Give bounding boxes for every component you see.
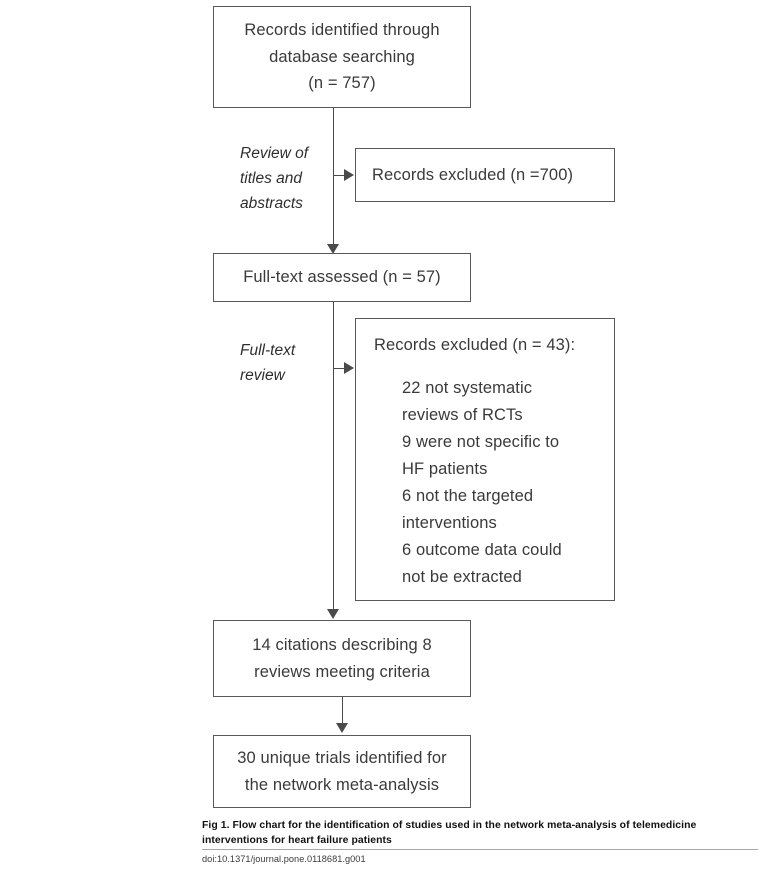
box-records-excluded-fulltext: Records excluded (n = 43): 22 not system…	[355, 318, 615, 601]
side-label-screening-line3: abstracts	[240, 195, 303, 213]
box-records-identified-count: (n = 757)	[308, 74, 376, 93]
exclusion-reason-line: HF patients	[402, 460, 488, 479]
exclusion-reason-line: 9 were not specific to	[402, 433, 560, 452]
side-label-eligibility: Full-text review	[240, 338, 295, 388]
connector-citations-to-trials	[342, 697, 343, 725]
box-unique-trials-line2: the network meta-analysis	[244, 775, 440, 794]
box-citations-line1: 14 citations describing 8	[252, 635, 432, 654]
side-label-screening-line2: titles and	[240, 170, 303, 188]
figure-caption-line2: interventions for heart failure patients	[202, 834, 392, 846]
box-records-identified-line1: Records identified through	[244, 20, 440, 39]
arrow-down-icon-to-trials	[336, 723, 348, 733]
figure-doi: doi:10.1371/journal.pone.0118681.g001	[202, 854, 366, 864]
arrow-down-icon-to-citations	[327, 609, 339, 619]
box-records-excluded-screening: Records excluded (n =700)	[355, 148, 615, 202]
exclusion-reason-line: 6 outcome data could	[402, 540, 562, 559]
side-label-eligibility-line1: Full-text	[240, 342, 296, 359]
connector-identified-to-fulltext	[333, 108, 334, 246]
exclusion-reason-line: 22 not systematic	[402, 379, 533, 398]
box-records-excluded-screening-text: Records excluded (n =700)	[372, 165, 574, 184]
box-unique-trials-identified: 30 unique trials identified for the netw…	[213, 735, 471, 808]
exclusion-reason-line: 6 not the targeted	[402, 486, 534, 505]
box-fulltext-assessed-text: Full-text assessed (n = 57)	[243, 268, 441, 287]
box-records-identified: Records identified through database sear…	[213, 6, 471, 108]
connector-branch-to-excluded-fulltext	[333, 368, 345, 369]
box-records-excluded-fulltext-header: Records excluded (n = 43):	[374, 336, 576, 354]
connector-fulltext-to-citations	[333, 302, 334, 611]
figure-caption-line1: Fig 1. Flow chart for the identification…	[202, 820, 697, 831]
box-records-identified-line2: database searching	[269, 47, 415, 66]
box-fulltext-assessed: Full-text assessed (n = 57)	[213, 253, 471, 302]
caption-divider	[202, 849, 758, 850]
box-unique-trials-line1: 30 unique trials identified for	[237, 748, 447, 767]
side-label-screening: Review of titles and abstracts	[240, 141, 308, 216]
arrow-right-icon-to-excluded-fulltext	[344, 362, 354, 374]
exclusion-reasons-list: 22 not systematic reviews of RCTs 9 were…	[374, 375, 604, 590]
figure-caption: Fig 1. Flow chart for the identification…	[202, 819, 758, 849]
connector-branch-to-excluded-screening	[333, 175, 345, 176]
side-label-screening-line1: Review of	[240, 145, 309, 162]
side-label-eligibility-line2: review	[240, 367, 285, 385]
arrow-right-icon-to-excluded-screening	[344, 169, 354, 181]
box-citations-describing-reviews: 14 citations describing 8 reviews meetin…	[213, 620, 471, 697]
box-citations-line2: reviews meeting criteria	[254, 662, 430, 681]
arrow-down-icon-to-fulltext	[327, 244, 339, 254]
exclusion-reason-line: not be extracted	[402, 567, 522, 586]
exclusion-reason-line: reviews of RCTs	[402, 406, 523, 425]
exclusion-reason-line: interventions	[402, 513, 497, 532]
